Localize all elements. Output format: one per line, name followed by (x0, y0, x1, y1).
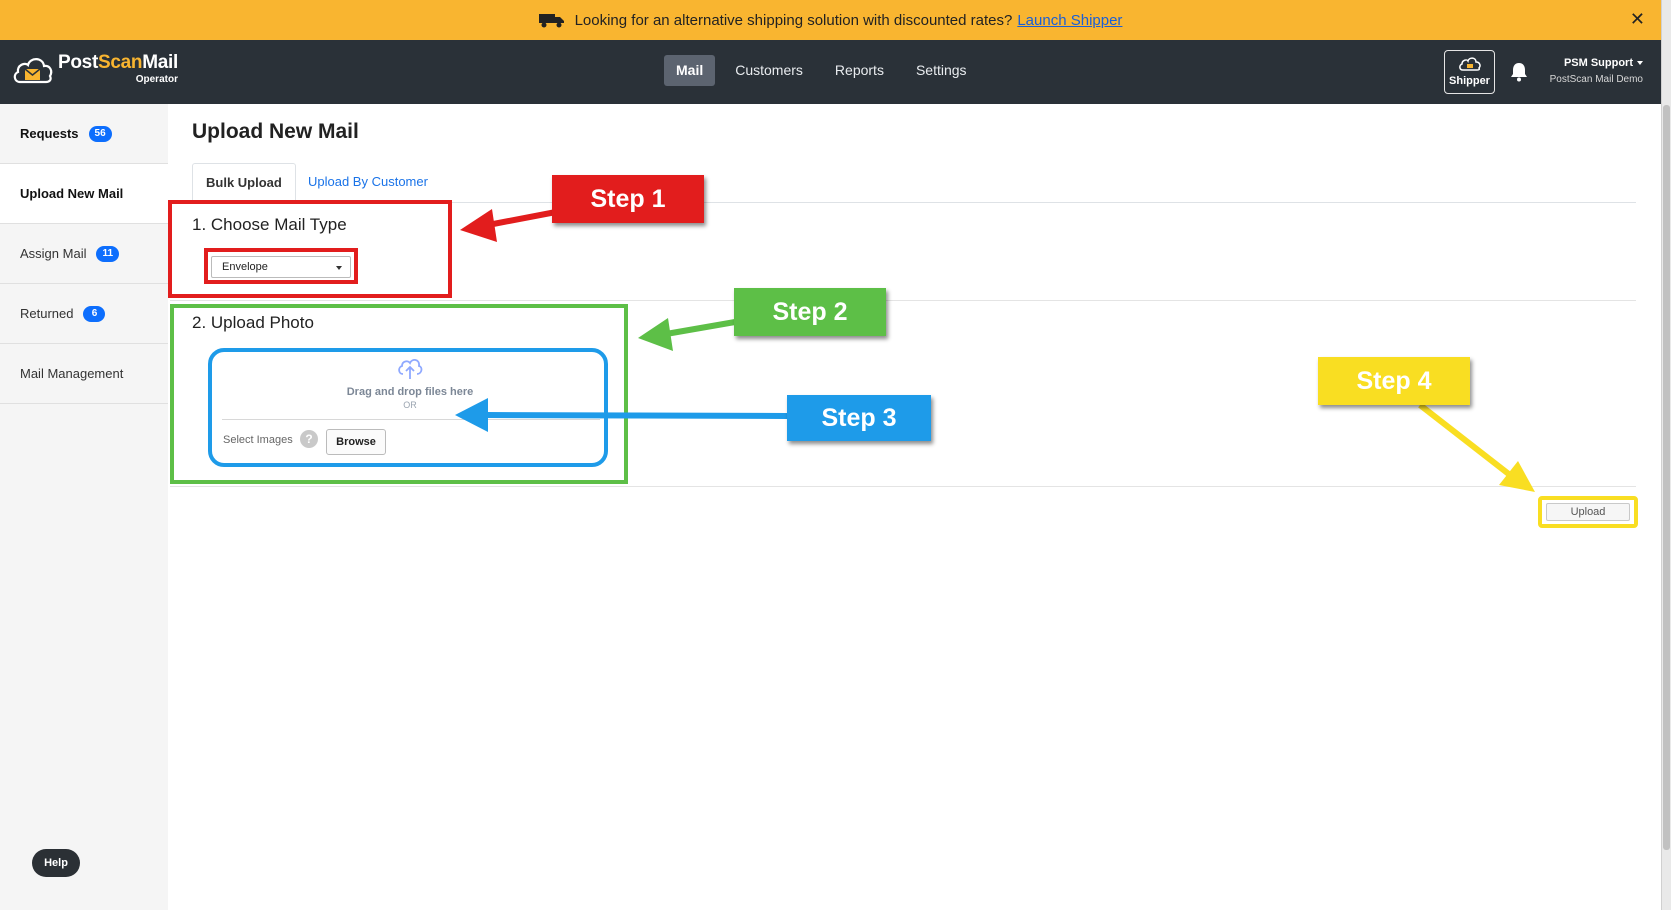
nav-reports[interactable]: Reports (834, 62, 884, 78)
user-name: PSM Support (1550, 57, 1643, 69)
top-navbar: PostScanMail Operator Mail Customers Rep… (0, 40, 1661, 104)
announcement-banner: Looking for an alternative shipping solu… (0, 0, 1661, 40)
file-dropzone[interactable]: Drag and drop files here OR Select Image… (220, 355, 600, 457)
requests-count-badge: 56 (88, 125, 112, 142)
browse-button[interactable]: Browse (326, 429, 386, 455)
brand-name: PostScanMail (58, 52, 178, 73)
upload-button[interactable]: Upload (1546, 503, 1630, 521)
section-choose-mail-type-title: 1. Choose Mail Type (192, 215, 347, 234)
upload-tabs: Bulk Upload Upload By Customer (192, 163, 1636, 203)
step2-callout: Step 2 (734, 288, 886, 336)
drop-or-text: OR (403, 400, 417, 410)
step1-arrow (460, 209, 557, 242)
truck-icon (538, 14, 564, 28)
sidebar-item-assign-mail[interactable]: Assign Mail 11 (0, 224, 168, 284)
step1-highlight-box (168, 200, 452, 298)
scrollbar-thumb[interactable] (1663, 105, 1670, 850)
tab-upload-by-customer[interactable]: Upload By Customer (308, 174, 428, 189)
nav-mail[interactable]: Mail (664, 55, 716, 86)
banner-text: Looking for an alternative shipping solu… (574, 11, 1013, 29)
assign-mail-count-badge: 11 (96, 245, 120, 262)
cloud-upload-icon (398, 359, 423, 379)
main-nav: Mail Customers Reports Settings (664, 55, 979, 86)
drop-files-text: Drag and drop files here (346, 386, 474, 398)
drop-area[interactable]: Drag and drop files here OR (220, 355, 600, 419)
sidebar-item-requests[interactable]: Requests 56 (0, 104, 168, 164)
section-divider (170, 300, 1636, 301)
step1-callout: Step 1 (552, 175, 704, 223)
sidebar-item-upload-new-mail[interactable]: Upload New Mail (0, 164, 168, 224)
bell-icon[interactable] (1510, 62, 1528, 82)
shipper-label: Shipper (1449, 75, 1490, 87)
dropzone-divider (222, 419, 600, 420)
user-org: PostScan Mail Demo (1549, 74, 1643, 85)
page-title: Upload New Mail (192, 120, 359, 143)
section-divider-bottom (170, 486, 1636, 487)
shipper-cloud-icon (1458, 57, 1481, 71)
help-button[interactable]: Help (32, 849, 80, 877)
launch-shipper-link[interactable]: Launch Shipper (1017, 11, 1123, 29)
close-icon[interactable]: ✕ (1629, 9, 1645, 29)
step4-highlight-box (1538, 496, 1638, 528)
mail-type-select[interactable]: Envelope (211, 256, 351, 278)
nav-customers[interactable]: Customers (735, 62, 803, 78)
section-upload-photo-title: 2. Upload Photo (192, 313, 314, 332)
sidebar: Requests 56 Upload New Mail Assign Mail … (0, 104, 168, 910)
step3-highlight-box (208, 348, 608, 467)
chevron-down-icon (336, 266, 342, 270)
user-menu[interactable]: PSM Support PostScan Mail Demo (1550, 57, 1643, 85)
sidebar-item-returned[interactable]: Returned 6 (0, 284, 168, 344)
step4-callout: Step 4 (1318, 357, 1470, 405)
cloud-envelope-icon (13, 58, 53, 84)
returned-count-badge: 6 (83, 305, 106, 322)
brand-logo[interactable]: PostScanMail Operator (12, 52, 178, 86)
tab-bulk-upload[interactable]: Bulk Upload (192, 163, 296, 203)
nav-settings[interactable]: Settings (915, 62, 967, 78)
select-images-label: Select Images (223, 434, 293, 446)
step4-arrow (1418, 402, 1535, 492)
question-icon[interactable]: ? (300, 430, 318, 448)
sidebar-item-mail-management[interactable]: Mail Management (0, 344, 168, 404)
step3-callout: Step 3 (787, 395, 931, 441)
mail-type-highlight-box (204, 248, 358, 284)
step2-arrow (638, 318, 736, 351)
shipper-button[interactable]: Shipper (1444, 50, 1495, 94)
page-scrollbar[interactable] (1661, 0, 1671, 910)
step2-highlight-box (170, 304, 628, 484)
brand-subtitle: Operator (135, 74, 178, 85)
